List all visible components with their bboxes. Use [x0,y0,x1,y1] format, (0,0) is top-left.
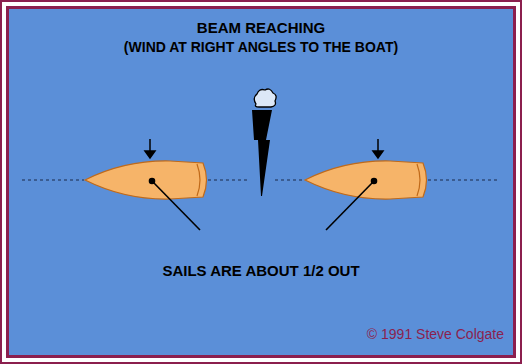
subtitle: (WIND AT RIGHT ANGLES TO THE BOAT) [124,39,398,55]
copyright-note: © 1991 Steve Colgate [367,326,504,342]
wind-symbol [252,89,276,196]
boat-hull [85,161,207,199]
boat-hull [305,161,427,199]
panel-ground [8,8,515,357]
diagram-title: BEAM REACHING [197,19,325,36]
caption-note: SAILS ARE ABOUT 1/2 OUT [162,262,359,279]
